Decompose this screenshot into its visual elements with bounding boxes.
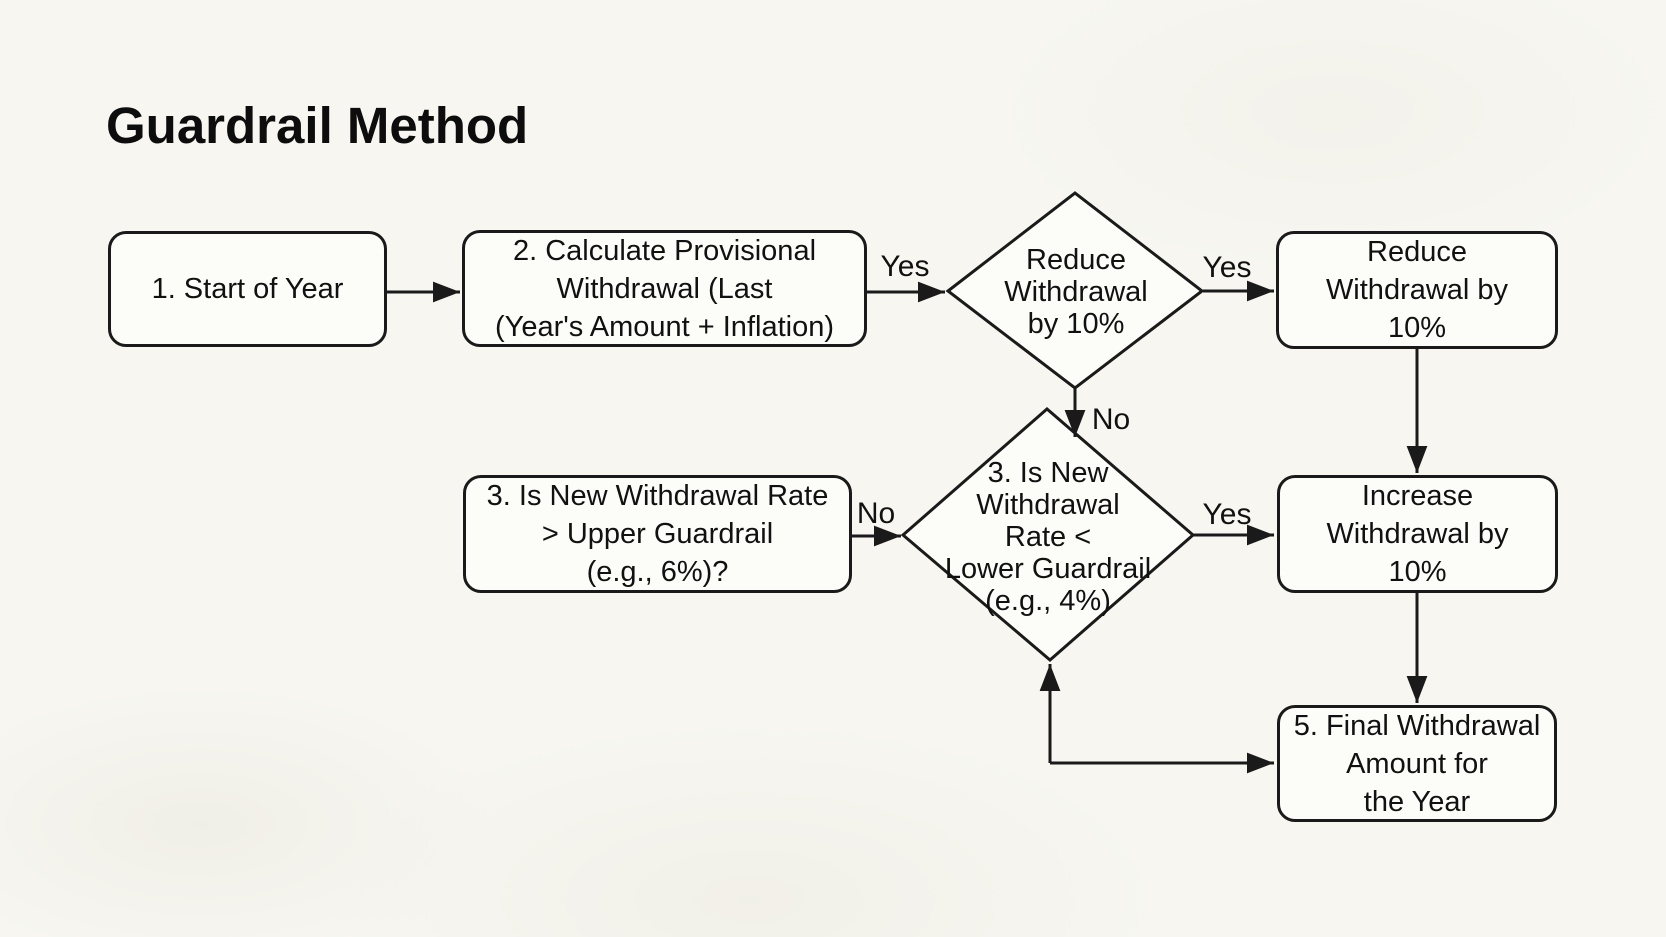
node-reduce-withdrawal-action: Reduce Withdrawal by 10%: [1276, 231, 1558, 349]
node-start-of-year: 1. Start of Year: [108, 231, 387, 347]
node-final-withdrawal-amount: 5. Final Withdrawal Amount for the Year: [1277, 705, 1557, 822]
edge-label-yes-increase: Yes: [1202, 498, 1252, 531]
decision-reduce-withdrawal-diamond: [945, 191, 1205, 390]
node-calculate-provisional-withdrawal: 2. Calculate Provisional Withdrawal (Las…: [462, 230, 867, 347]
edge-label-yes-provisional: Yes: [880, 250, 930, 283]
decision-reduce-withdrawal-label: Reduce Withdrawal by 10%: [1004, 244, 1148, 340]
edge-label-yes-reduce: Yes: [1202, 251, 1252, 284]
node-increase-withdrawal-action: Increase Withdrawal by 10%: [1277, 475, 1558, 593]
edge-label-no-upper-check: No: [856, 497, 896, 530]
edge-label-no-down: No: [1091, 403, 1131, 436]
node-upper-guardrail-check: 3. Is New Withdrawal Rate > Upper Guardr…: [463, 475, 852, 593]
page-title: Guardrail Method: [106, 97, 529, 154]
decision-lower-guardrail-label: 3. Is New Withdrawal Rate < Lower Guardr…: [944, 457, 1152, 617]
